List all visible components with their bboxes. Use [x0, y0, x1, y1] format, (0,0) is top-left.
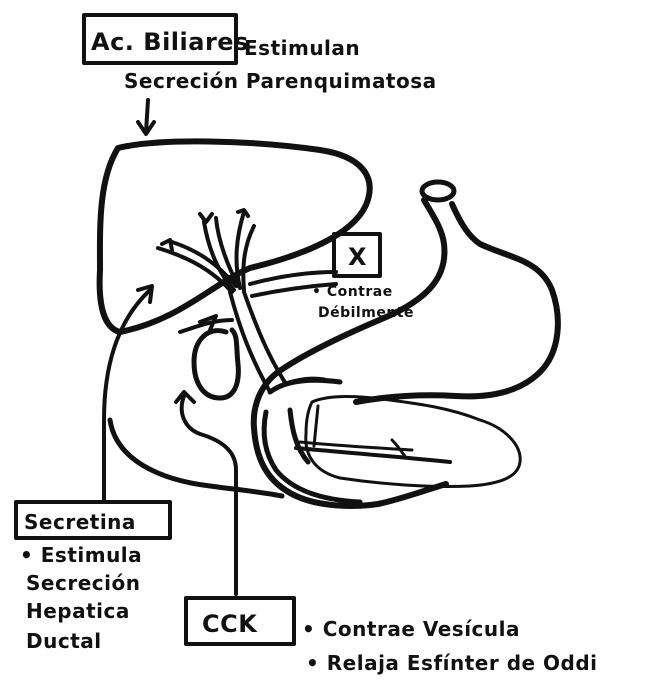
cck-arrow [176, 392, 236, 594]
cck-line2: • Relaja Esfínter de Oddi [306, 651, 598, 675]
cck-box-label: CCK [202, 610, 258, 638]
cck-label-group: CCK • Contrae Vesícula • Relaja Esfínter… [186, 598, 598, 675]
bile-acids-label-group: Ac. Biliares Estimulan Secreción Parenqu… [84, 15, 437, 93]
bile-acids-line2: Secreción Parenquimatosa [124, 69, 437, 93]
stomach-outline-inner [356, 204, 558, 402]
secretin-box-label: Secretina [24, 510, 136, 534]
cck-line1: • Contrae Vesícula [302, 617, 520, 641]
gallbladder-line1: • Contrae [312, 284, 393, 300]
pancreatic-duct [296, 406, 450, 462]
secretin-line2: Secreción [26, 571, 140, 595]
gallbladder-outline [194, 330, 238, 398]
bile-acids-line1: Estimulan [244, 36, 360, 60]
secretin-label-group: Secretina • Estimula Secreción Hepatica … [16, 502, 170, 653]
pancreas-outline [306, 397, 520, 487]
bile-acids-arrow [138, 100, 154, 134]
secretin-line1: • Estimula [20, 543, 142, 567]
bile-acids-box-label: Ac. Biliares [91, 28, 249, 56]
secretin-line4: Ductal [26, 629, 102, 653]
esophagus-opening [422, 182, 454, 200]
gallbladder-box-label: X [348, 243, 367, 271]
secretin-line3: Hepatica [26, 599, 130, 623]
intrahepatic-ducts [158, 210, 254, 292]
